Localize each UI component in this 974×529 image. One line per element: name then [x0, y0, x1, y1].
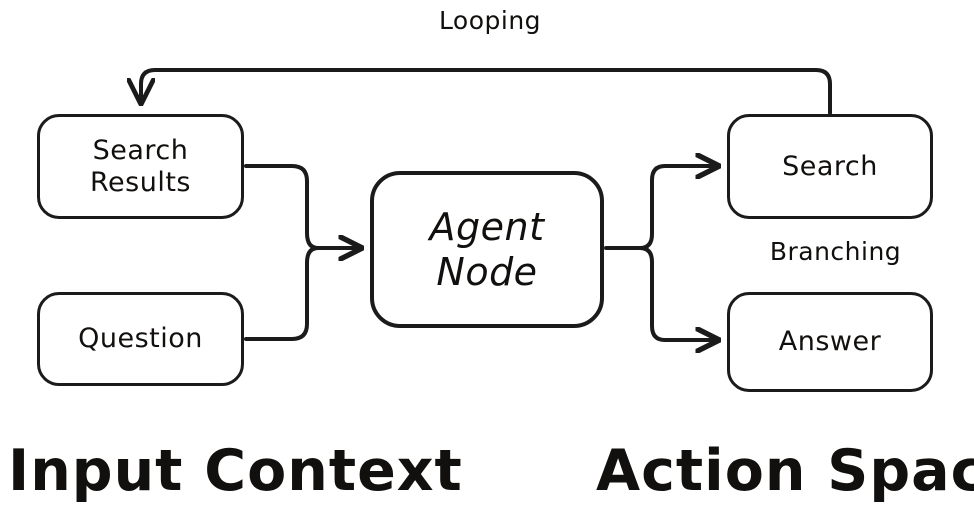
node-search-label: Search	[782, 150, 878, 182]
edge-agent-to-answer	[638, 246, 719, 340]
edge-label-looping: Looping	[438, 6, 542, 35]
group-label-action-space: Action Space	[596, 438, 974, 504]
edge-question-to-agent	[244, 246, 320, 341]
node-search-results[interactable]: Search Results	[37, 114, 244, 219]
edge-agent-to-search	[638, 166, 719, 250]
node-search-results-label: Search Results	[90, 134, 191, 198]
node-search[interactable]: Search	[727, 114, 933, 219]
node-answer[interactable]: Answer	[727, 292, 933, 392]
node-agent-node[interactable]: Agent Node	[370, 171, 604, 328]
edge-label-branching: Branching	[769, 237, 902, 266]
node-question[interactable]: Question	[37, 292, 244, 386]
node-question-label: Question	[78, 323, 203, 355]
group-label-input-context: Input Context	[8, 438, 463, 504]
edge-search-to-search-results	[141, 68, 832, 115]
node-agent-node-label: Agent Node	[429, 204, 545, 294]
edge-search-results-to-agent	[244, 164, 362, 248]
node-answer-label: Answer	[778, 326, 882, 358]
